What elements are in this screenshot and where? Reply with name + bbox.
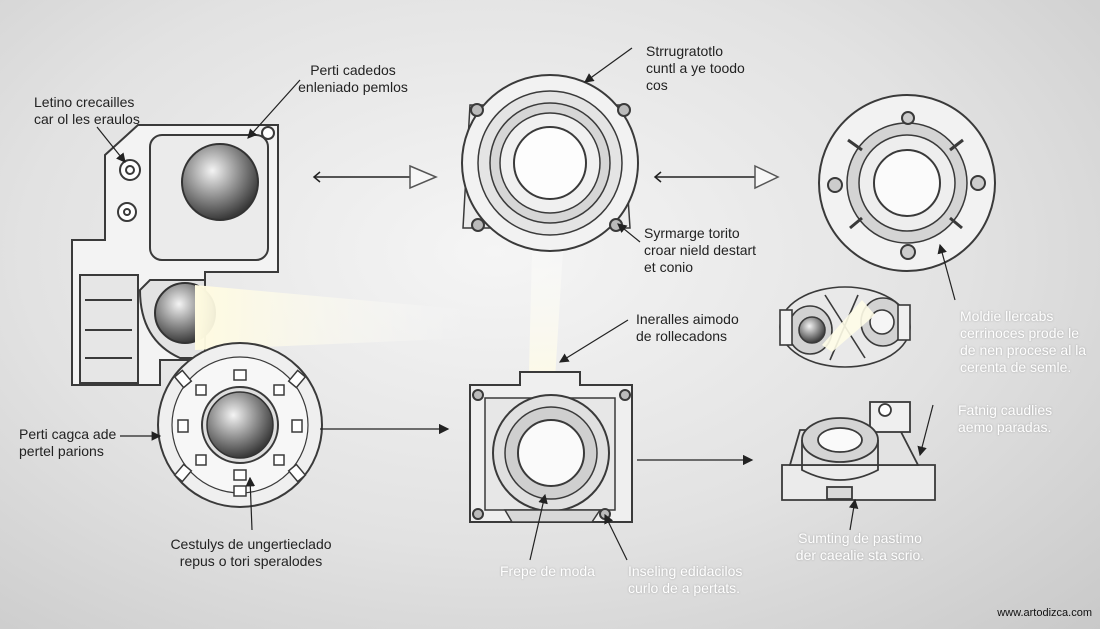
label-top-center: Strrugratotlo cuntl a ye toodo cos: [646, 43, 745, 93]
label-top-left-center: Perti cadedos enleniado pemlos: [298, 62, 408, 95]
center-bracket-housing: [469, 371, 633, 523]
light-beam-horizontal: [195, 285, 470, 350]
label-right-mid: Moldie llercabs cerrinoces prode le de n…: [960, 308, 1087, 375]
top-right-double-arrow: [653, 164, 780, 190]
right-pillow-block: [781, 401, 936, 501]
label-bottom-center-left: Frepe de moda: [500, 563, 595, 579]
label-center-mid: Ineralles aimodo de rollecadons: [636, 311, 739, 344]
label-center-right-mid: Syrmarge torito croar nield destart et c…: [644, 225, 757, 275]
right-exploded-assembly: [779, 286, 911, 368]
housing-ball: [181, 143, 259, 221]
top-center-bearing: [461, 74, 639, 252]
watermark: www.artodizca.com: [997, 607, 1092, 619]
flange-ball: [206, 391, 274, 459]
right-flange-disc: [818, 94, 996, 272]
label-right-bottom: Sumting de pastimo der caealie sta scrio…: [795, 530, 925, 563]
callout-leaders: [96, 47, 956, 561]
label-right-lower: Fatnig caudlies aemo paradas.: [958, 402, 1053, 435]
label-left-mid: Perti cagca ade pertel parions: [19, 426, 117, 459]
label-bottom-center-right: Inseling edidacilos curlo de a pertats.: [628, 563, 743, 596]
label-left-bottom: Cestulys de ungertieclado repus o tori s…: [170, 536, 332, 569]
top-left-double-arrow: [312, 164, 438, 190]
right-light-beam: [822, 300, 875, 352]
label-left-top: Letino crecailles car ol les eraulos: [34, 94, 140, 127]
